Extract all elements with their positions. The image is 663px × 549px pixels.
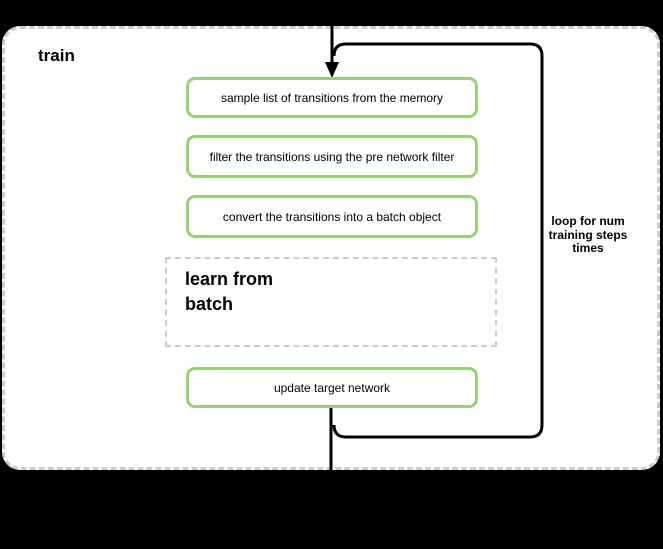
- train-title: train: [38, 46, 75, 65]
- step-filter-transitions: filter the transitions using the pre net…: [186, 135, 478, 178]
- loop-annotation: loop for num training steps times: [548, 214, 628, 255]
- step-sample-transitions: sample list of transitions from the memo…: [186, 77, 478, 118]
- step-convert-batch: convert the transitions into a batch obj…: [186, 195, 478, 238]
- step-update-target-network: update target network: [186, 367, 478, 408]
- subprocess-learn-from-batch: learn from batch: [165, 257, 497, 347]
